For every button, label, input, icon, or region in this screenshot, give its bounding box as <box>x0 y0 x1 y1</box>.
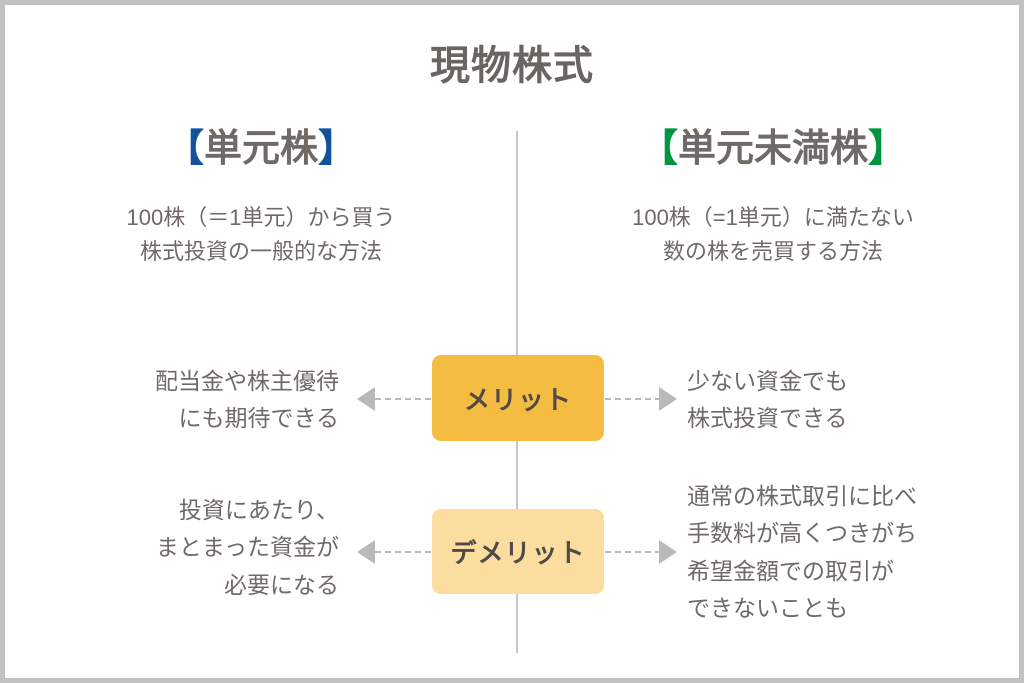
bracket-open-left: 【 <box>165 128 204 170</box>
connector-line-merit-right <box>605 398 661 400</box>
column-heading-left: 【単元株】 <box>5 127 517 173</box>
merit-text-right: 少ない資金でも 株式投資できる <box>687 368 848 432</box>
column-title-right: 単元未満株 <box>677 128 868 170</box>
connector-line-demerit-left <box>375 551 431 553</box>
demerit-text-left: 投資にあたり、 まとまった資金が 必要になる <box>155 497 339 598</box>
diagram-canvas: 現物株式 【単元株】 【単元未満株】 100株（＝1単元）から買う 株式投資の一… <box>5 5 1019 678</box>
bracket-open-right: 【 <box>639 128 678 170</box>
bracket-close-left: 】 <box>318 128 357 170</box>
center-box-demerit: デメリット <box>432 509 604 594</box>
merit-text-left: 配当金や株主優待 にも期待できる <box>155 368 339 432</box>
demerit-text-right: 通常の株式取引に比べ 手数料が高くつきがち 希望金額での取引が できないことも <box>687 483 917 621</box>
arrow-left-icon-demerit <box>357 540 375 564</box>
column-heading-right: 【単元未満株】 <box>517 127 1024 173</box>
connector-line-demerit-right <box>605 551 661 553</box>
connector-line-merit-left <box>375 398 431 400</box>
arrow-left-icon-merit <box>357 387 375 411</box>
page-title: 現物株式 <box>430 44 594 88</box>
bracket-close-right: 】 <box>868 128 907 170</box>
arrow-right-icon-demerit <box>659 540 677 564</box>
arrow-right-icon-merit <box>659 387 677 411</box>
column-description-right: 100株（=1単元）に満たない 数の株を売買する方法 <box>632 205 914 265</box>
column-title-left: 単元株 <box>203 128 318 170</box>
center-box-merit: メリット <box>432 355 604 441</box>
column-description-left: 100株（＝1単元）から買う 株式投資の一般的な方法 <box>126 205 396 265</box>
